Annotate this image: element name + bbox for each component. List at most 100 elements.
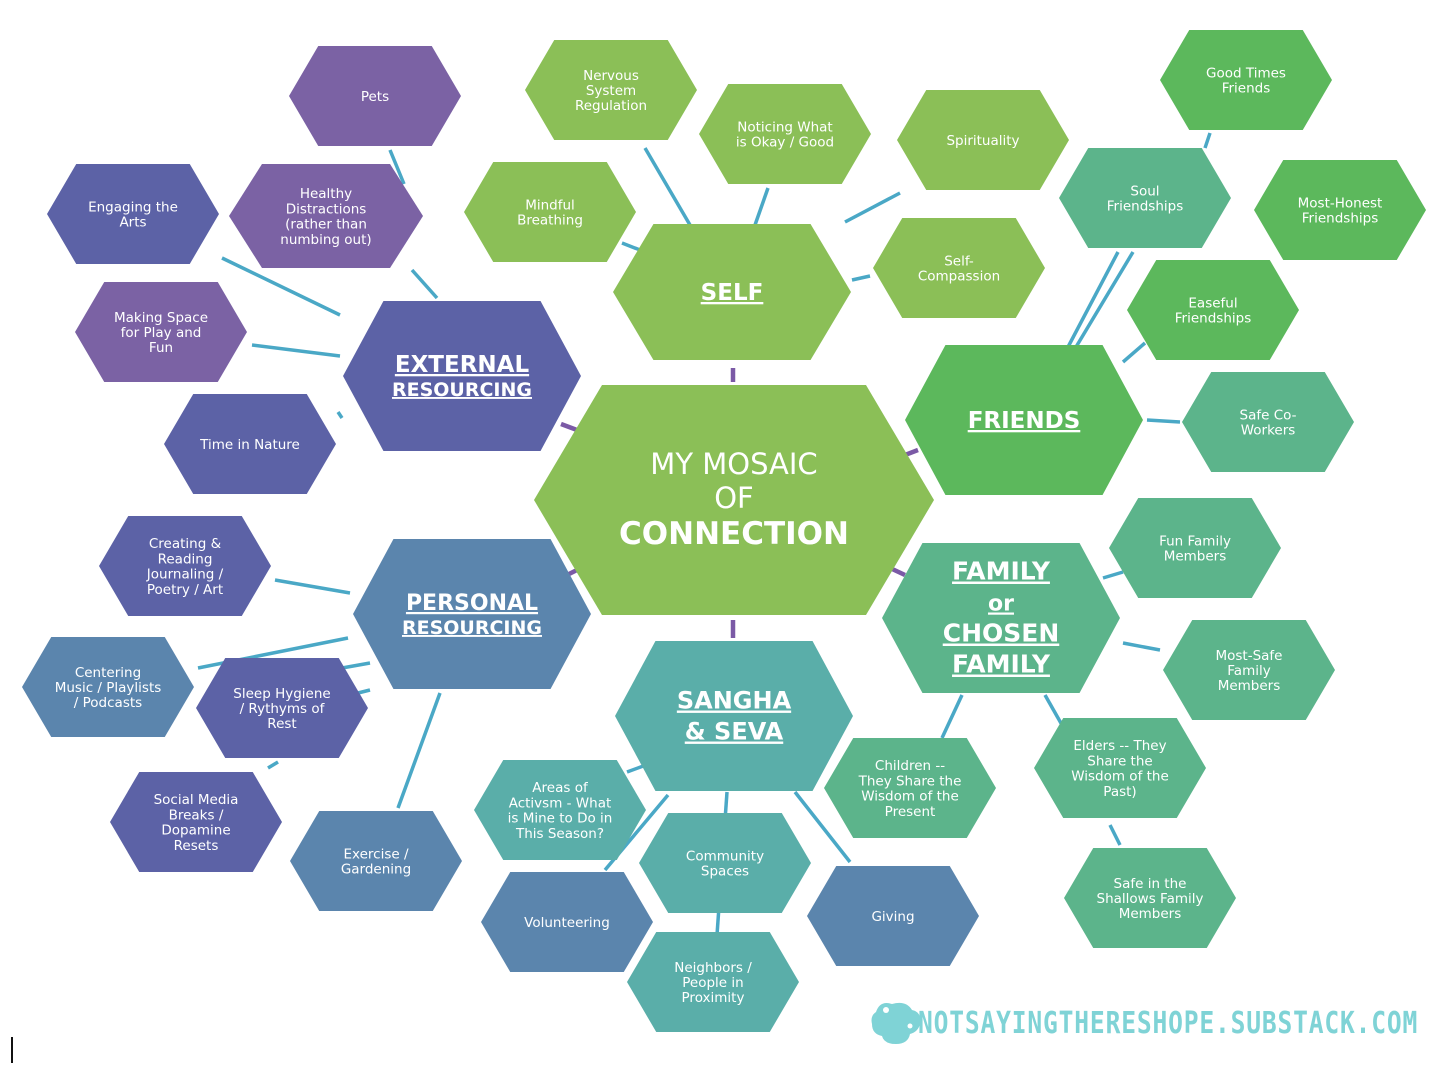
node-label: RESOURCING (402, 617, 542, 639)
hexagon-shape (229, 164, 423, 268)
node-coworkers: Safe Co-Workers (1182, 372, 1354, 472)
node-label: Rest (267, 716, 296, 732)
node-label: Proximity (682, 990, 745, 1006)
connector-line (341, 661, 371, 670)
hexagon-shape (1064, 848, 1236, 948)
node-label: Regulation (575, 98, 647, 114)
node-label: Members (1119, 906, 1182, 922)
hexagon-shape (534, 385, 934, 615)
hexagon-shape (1163, 620, 1335, 720)
connector-line (940, 694, 964, 739)
hexagon-shape (289, 46, 461, 146)
node-label: Exercise / (343, 846, 408, 862)
connector-line (643, 147, 692, 226)
node-label: is Okay / Good (736, 135, 834, 151)
node-label: Workers (1241, 423, 1296, 439)
connector-line (410, 268, 439, 300)
text-cursor (11, 1037, 13, 1063)
node-label: Music / Playlists (55, 680, 162, 696)
connector-line (844, 191, 901, 224)
node-volunteering: Volunteering (481, 872, 653, 972)
hexagon-shape (22, 637, 194, 737)
node-label: is Mine to Do in (508, 811, 613, 827)
center-connector (904, 447, 919, 458)
connector-line (267, 760, 279, 770)
hexagon-shape (873, 218, 1045, 318)
hexagon-shape (464, 162, 636, 262)
node-pets: Pets (289, 46, 461, 146)
node-label: FAMILY (952, 650, 1051, 679)
node-label: Mindful (525, 197, 575, 213)
center-connector (560, 421, 578, 433)
connector-line (851, 274, 871, 282)
node-label: / Rythyms of (240, 701, 326, 717)
center-title: CONNECTION (619, 516, 849, 552)
node-label: Creating & (149, 536, 222, 552)
node-label: Time in Nature (199, 437, 300, 453)
node-time-nature: Time in Nature (164, 394, 336, 494)
node-label: Soul (1130, 183, 1159, 199)
node-label: Areas of (532, 780, 589, 796)
center-title: OF (714, 481, 754, 515)
node-label: Community (686, 848, 764, 864)
node-label: SANGHA (677, 687, 792, 715)
node-giving: Giving (807, 866, 979, 966)
hexagon-shape (1160, 30, 1332, 130)
hexagon-shape (1059, 148, 1231, 248)
node-label: & SEVA (685, 718, 784, 746)
node-label: Shallows Family (1097, 891, 1204, 907)
hub-self: SELF (613, 224, 851, 360)
hexagon-shape (481, 872, 653, 972)
node-label: numbing out) (280, 232, 371, 248)
hippo-head-icon (871, 1002, 921, 1044)
node-label: for Play and (121, 325, 202, 341)
node-label: Healthy (300, 186, 352, 202)
node-label: They Share the (858, 773, 962, 789)
node-label: This Season? (515, 826, 604, 842)
node-label: Most-Honest (1298, 195, 1383, 211)
node-label: Nervous (583, 68, 639, 84)
hexagon-shape (196, 658, 368, 758)
connector-line (396, 692, 442, 809)
node-label: Arts (119, 215, 146, 231)
hexagon-shape (47, 164, 219, 264)
node-label: Fun Family (1159, 533, 1231, 549)
connector-line (1074, 251, 1135, 348)
hexagon-shape (1182, 372, 1354, 472)
node-label: EXTERNAL (395, 352, 530, 378)
connector-line (1066, 251, 1120, 348)
node-label: Children -- (875, 758, 945, 774)
node-label: Past) (1103, 784, 1136, 800)
node-label: Resets (174, 838, 219, 854)
node-label: Members (1218, 678, 1281, 694)
node-label: CHOSEN (943, 619, 1060, 648)
node-label: Share the (1087, 753, 1152, 769)
node-label: Spirituality (946, 133, 1019, 149)
connector-line (1203, 132, 1212, 149)
hexagon-shape (474, 760, 646, 860)
node-label: Members (1164, 549, 1227, 565)
node-label: Activsm - What (509, 795, 612, 811)
connector-line (251, 343, 341, 358)
node-spirituality: Spirituality (897, 90, 1069, 190)
node-label: People in (682, 975, 743, 991)
node-label: or (988, 592, 1014, 617)
node-label: Breathing (517, 213, 583, 229)
connector-line (1108, 824, 1122, 846)
center-title: MY MOSAIC (650, 447, 817, 481)
hexagon-shape (110, 772, 282, 872)
node-label: (rather than (285, 217, 367, 233)
hexagon-shape (1109, 498, 1281, 598)
node-label: RESOURCING (392, 379, 532, 401)
node-label: Self- (944, 253, 974, 269)
